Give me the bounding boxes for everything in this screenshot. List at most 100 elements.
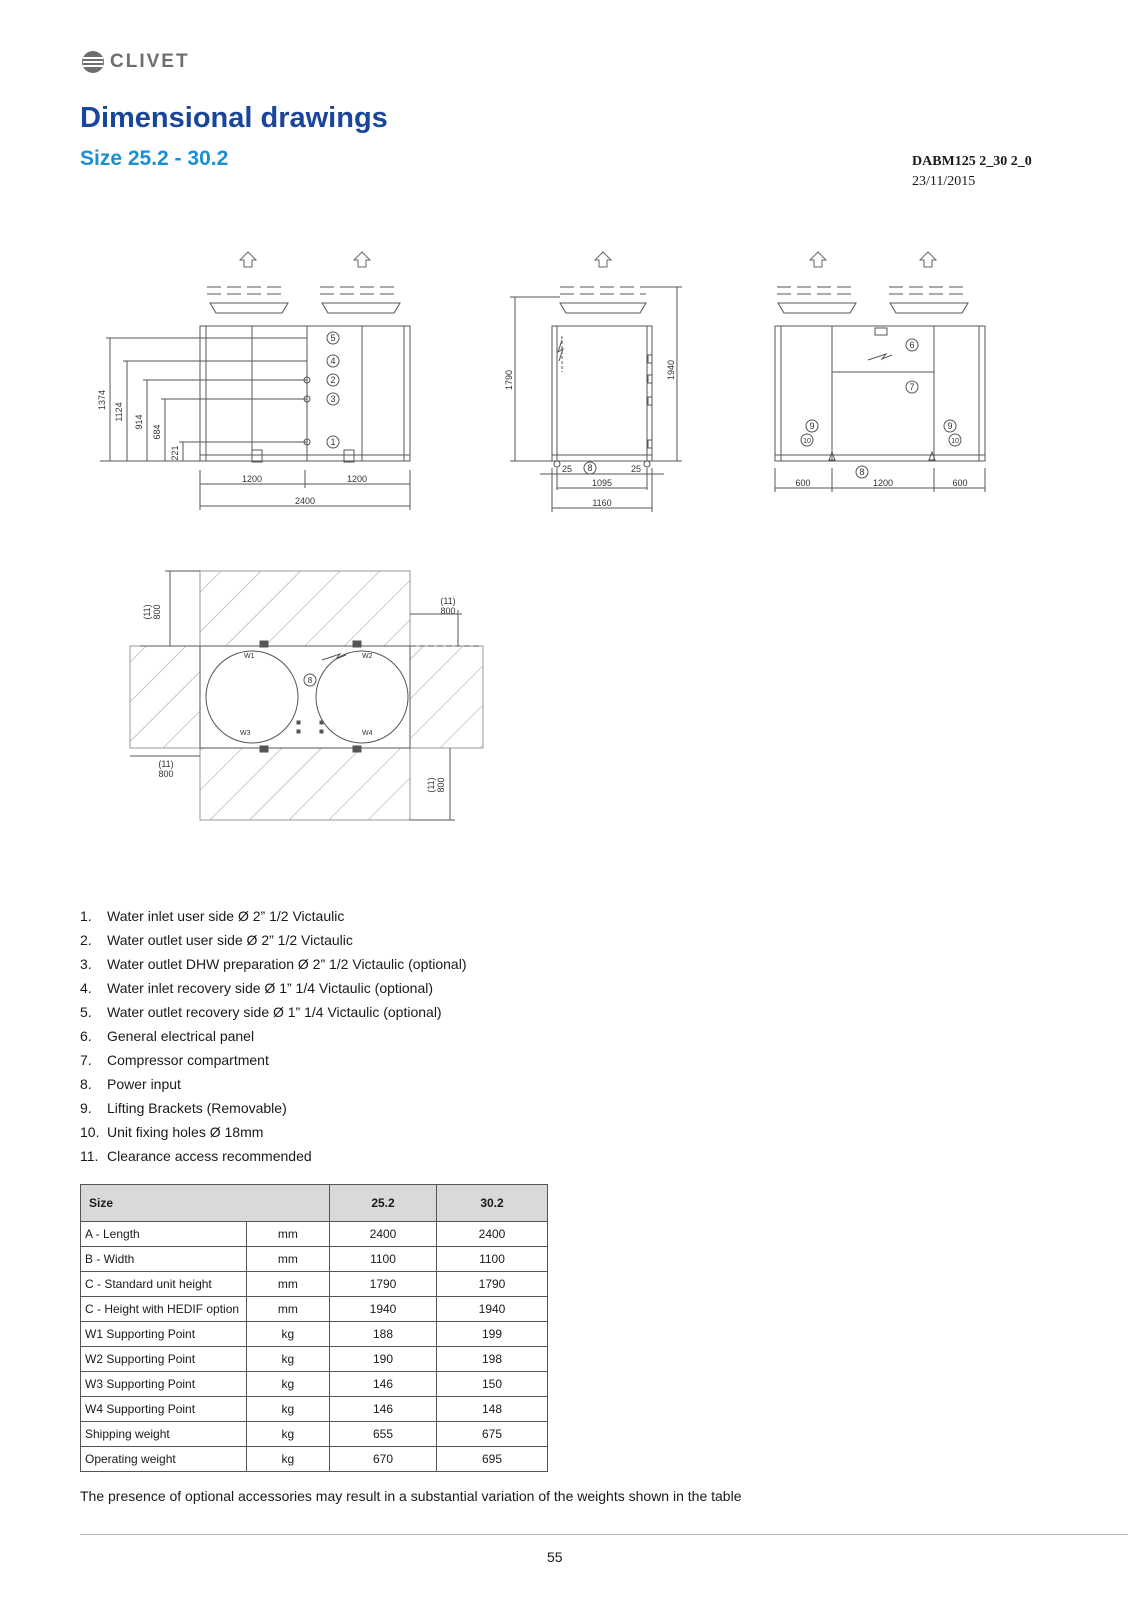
dim-25-right: 25	[631, 464, 641, 474]
row-label: B - Width	[80, 1246, 247, 1272]
row-label: W4 Supporting Point	[80, 1396, 247, 1422]
row-value-30-2: 1100	[436, 1246, 548, 1272]
front-view-drawing	[100, 251, 411, 510]
row-value-25-2: 1790	[329, 1271, 437, 1297]
row-value-25-2: 188	[329, 1321, 437, 1347]
table-header-size: Size	[80, 1184, 330, 1222]
row-value-25-2: 655	[329, 1421, 437, 1447]
legend-item: 7. Compressor compartment	[80, 1048, 467, 1072]
row-label: C - Height with HEDIF option	[80, 1296, 247, 1322]
dim-1160: 1160	[592, 498, 611, 508]
legend-text: Water outlet user side Ø 2” 1/2 Victauli…	[107, 932, 353, 948]
callout-8-plan: 8	[308, 676, 313, 685]
airflow-arrow-icon	[239, 251, 257, 268]
clearance-code-bottom-left: (11)	[158, 759, 173, 769]
dim-1790: 1790	[504, 370, 514, 390]
legend-number: 9.	[80, 1100, 92, 1116]
legend-number: 5.	[80, 1004, 92, 1020]
airflow-arrow-icon	[809, 251, 827, 268]
dim-1095: 1095	[592, 478, 612, 488]
plan-view-labels: W1 W2 W3 W4 8 (11) 800 (11) 800 (11) 800…	[142, 596, 456, 793]
row-value-30-2: 695	[436, 1446, 548, 1472]
row-unit: mm	[245, 1271, 331, 1297]
row-label: W2 Supporting Point	[80, 1346, 247, 1372]
row-unit: kg	[245, 1321, 331, 1347]
legend-item: 2. Water outlet user side Ø 2” 1/2 Victau…	[80, 928, 467, 952]
callout-2: 2	[330, 375, 335, 385]
dim-1200-rear: 1200	[873, 478, 893, 488]
legend-text: Water inlet recovery side Ø 1” 1/4 Victa…	[107, 980, 434, 996]
callout-10-left: 10	[803, 438, 811, 445]
dim-2400: 2400	[295, 496, 315, 506]
legend-text: Water outlet recovery side Ø 1” 1/4 Vict…	[107, 1004, 442, 1020]
clearance-bottom-right: 800	[436, 777, 446, 792]
legend-text: Lifting Brackets (Removable)	[107, 1100, 287, 1116]
point-w4: W4	[362, 730, 373, 737]
legend-number: 7.	[80, 1052, 92, 1068]
clearance-top-left: 800	[152, 604, 162, 619]
legend-number: 8.	[80, 1076, 92, 1092]
row-unit: kg	[245, 1446, 331, 1472]
airflow-arrow-icon	[353, 251, 371, 268]
row-value-30-2: 1940	[436, 1296, 548, 1322]
logo-text: CLIVET	[110, 51, 190, 72]
point-w1: W1	[244, 653, 255, 660]
row-unit: kg	[245, 1346, 331, 1372]
page-title: Dimensional drawings	[80, 102, 388, 134]
row-value-25-2: 1940	[329, 1296, 437, 1322]
dimensional-drawings: 5 4 2 3 1 1374 1124 914 684 221 1200 120…	[97, 251, 986, 821]
row-value-25-2: 1100	[329, 1246, 437, 1272]
legend-number: 4.	[80, 980, 92, 996]
legend-text: Compressor compartment	[107, 1052, 269, 1068]
row-value-30-2: 1790	[436, 1271, 548, 1297]
row-value-30-2: 675	[436, 1421, 548, 1447]
legend-text: Unit fixing holes Ø 18mm	[107, 1124, 264, 1140]
row-unit: mm	[245, 1296, 331, 1322]
callout-9-left: 9	[809, 421, 814, 431]
row-label: Shipping weight	[80, 1421, 247, 1447]
row-value-30-2: 198	[436, 1346, 548, 1372]
legend-number: 3.	[80, 956, 92, 972]
legend-text: Water outlet DHW preparation Ø 2” 1/2 Vi…	[107, 956, 467, 972]
callout-3: 3	[330, 394, 335, 404]
dim-1374: 1374	[97, 390, 107, 410]
legend-text: Clearance access recommended	[107, 1148, 312, 1164]
clearance-top-right: 800	[440, 606, 455, 616]
legend-item: 6.General electrical panel	[80, 1024, 467, 1048]
callout-8-rear: 8	[859, 467, 864, 477]
point-w2: W2	[362, 653, 373, 660]
clearance-code-top-left: (11)	[142, 604, 152, 619]
clearance-code-top-right: (11)	[440, 596, 455, 606]
legend-item: 9. Lifting Brackets (Removable)	[80, 1096, 467, 1120]
page-subtitle: Size 25.2 - 30.2	[80, 147, 229, 170]
table-header-row: Size 25.2 30.2	[80, 1184, 548, 1222]
row-value-25-2: 670	[329, 1446, 437, 1472]
callout-7: 7	[909, 382, 914, 392]
callout-4: 4	[330, 356, 335, 366]
legend-item: 10.Unit fixing holes Ø 18mm	[80, 1120, 467, 1144]
callout-8: 8	[587, 463, 592, 473]
side-view-labels: 1790 1940 25 25 1095 1160 8	[504, 360, 676, 508]
airflow-arrow-icon	[919, 251, 937, 268]
legend-item: 5. Water outlet recovery side Ø 1” 1/4 Vi…	[80, 1000, 467, 1024]
legend-number: 6.	[80, 1028, 92, 1044]
row-value-30-2: 2400	[436, 1221, 548, 1247]
dim-1124: 1124	[114, 402, 124, 421]
row-unit: mm	[245, 1221, 331, 1247]
row-value-25-2: 146	[329, 1371, 437, 1397]
footer-divider	[80, 1534, 1128, 1535]
row-value-30-2: 148	[436, 1396, 548, 1422]
callout-1: 1	[330, 437, 335, 447]
row-value-30-2: 199	[436, 1321, 548, 1347]
airflow-arrow-icon	[594, 251, 612, 268]
legend-number: 2.	[80, 932, 92, 948]
row-value-30-2: 150	[436, 1371, 548, 1397]
clearance-code-bottom-right: (11)	[426, 777, 436, 792]
